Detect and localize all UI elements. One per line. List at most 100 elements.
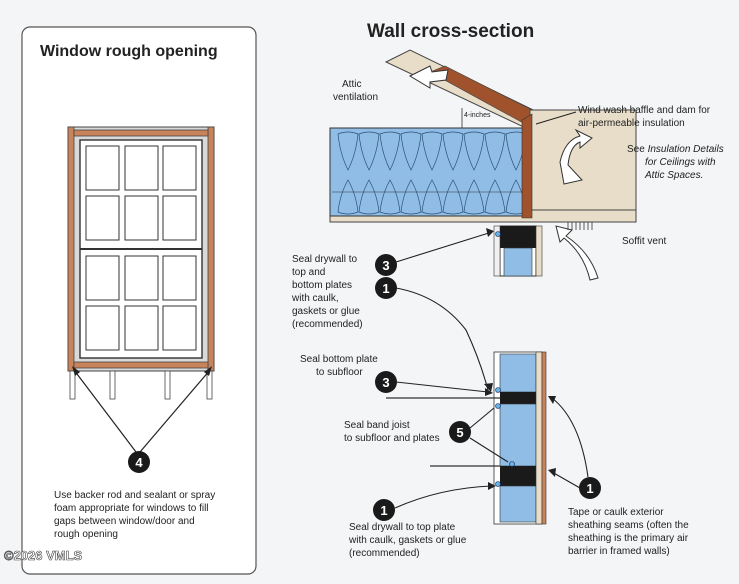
four-inches-label: 4-inches [464,112,491,119]
tape-caulk-label: Tape or caulk exterior sheathing seams (… [568,507,689,557]
seal-band-joist-label: Seal band joist to subfloor and plates [344,420,440,444]
callout-4-leaders [73,369,211,453]
insulation-loop [400,131,422,215]
soffit-vent [567,222,593,230]
svg-text:Attic: Attic [342,79,361,90]
window-pane [124,255,159,301]
window-pane [162,305,197,351]
svg-text:to subfloor and plates: to subfloor and plates [344,433,440,444]
attic-ventilation-label: Attic ventilation [333,79,378,103]
seal-drywall-top-label: Seal drywall to top and bottom plates wi… [291,254,363,330]
svg-text:sheathing seams (often the: sheathing seams (often the [568,520,689,531]
svg-text:1: 1 [380,503,387,518]
window-pane [85,305,120,351]
wind-wash-baffle [521,113,533,219]
svg-text:1: 1 [586,481,593,496]
left-panel-title: Window rough opening [40,43,218,60]
svg-text:Seal drywall to: Seal drywall to [292,254,357,265]
svg-text:rough opening: rough opening [54,529,118,540]
right-panel-title: Wall cross-section [367,21,534,42]
bottom-plate-leader [395,381,489,393]
seal-drywall-bottom-label: Seal drywall to top plate with caulk, ga… [348,522,467,559]
svg-text:3: 3 [382,375,389,390]
svg-text:Seal band joist: Seal band joist [344,420,410,431]
soffit-vent-label: Soffit vent [622,236,667,247]
arrowhead [484,383,493,392]
insulation-loop [358,131,380,215]
svg-text:See Insulation Details: See Insulation Details [627,144,724,155]
svg-text:with caulk, gaskets or glue: with caulk, gaskets or glue [348,535,467,546]
arrowhead [488,482,496,490]
ceiling-insulation [329,127,529,217]
upper-wall-section [493,225,543,277]
window-pane [124,195,159,241]
callout-1-right: 1 [579,477,601,499]
svg-text:Attic Spaces.: Attic Spaces. [644,170,703,181]
soffit-air-arrow [559,128,593,185]
insulation-loop [463,131,485,215]
insulation-loop [442,131,464,215]
attic-vent-arrow [408,65,449,89]
arrowhead [486,228,494,237]
svg-text:top and: top and [292,267,325,278]
callout-1-lower-left: 1 [373,499,395,521]
svg-text:for Ceilings with: for Ceilings with [645,157,716,168]
svg-text:(recommended): (recommended) [349,548,420,559]
svg-text:Wind wash baffle and dam for: Wind wash baffle and dam for [578,105,711,116]
baffle-label: Wind wash baffle and dam for air-permeab… [578,105,711,129]
callout-1-upper: 1 [375,277,397,299]
svg-text:Seal bottom plate: Seal bottom plate [300,354,378,365]
sheathing-leaders [551,397,589,489]
svg-text:Use backer rod and sealant or: Use backer rod and sealant or spray [54,490,215,501]
arrowhead [548,396,556,404]
callout-3-lower: 3 [375,371,397,393]
window-pane [162,255,197,301]
drywall-lower-leader [394,485,493,509]
insulation-details-ref: See Insulation Details for Ceilings with… [627,144,724,181]
insulation-loop [337,131,359,215]
svg-text:sheathing is the primary air: sheathing is the primary air [568,533,689,544]
insulation-loop [484,131,506,215]
window-pane [124,145,159,191]
svg-text:gaskets or glue: gaskets or glue [292,306,360,317]
svg-text:gaps between window/door and: gaps between window/door and [54,516,195,527]
lower-wall-section [386,351,547,525]
seal-bottom-plate-label: Seal bottom plate to subfloor [300,354,378,378]
svg-text:to subfloor: to subfloor [316,367,363,378]
baffle-leader [535,111,577,125]
window-pane [85,195,120,241]
arrowhead [204,366,212,376]
callout-3-upper: 3 [375,254,397,276]
svg-text:bottom plates: bottom plates [292,280,352,291]
arrowhead [72,366,80,376]
insulation-loop [379,131,401,215]
band-joist-leaders [469,407,509,463]
window-pane [124,305,159,351]
svg-text:Seal drywall to top plate: Seal drywall to top plate [349,522,456,533]
window-pane [85,255,120,301]
callout-4: 4 [128,451,150,473]
svg-text:5: 5 [456,425,463,440]
arrowhead [548,468,556,477]
svg-text:Tape or caulk exterior: Tape or caulk exterior [568,507,664,518]
window-pane [85,145,120,191]
svg-text:(recommended): (recommended) [292,319,363,330]
window-panes [85,145,197,351]
watermark: ©2026 VMLS [4,548,83,563]
window-pane [162,145,197,191]
arrowhead [485,388,493,396]
soffit-air-arrow-2 [555,225,599,281]
upper-leaders [395,231,493,391]
window-note: Use backer rod and sealant or spray foam… [54,490,215,540]
svg-text:barrier in framed walls): barrier in framed walls) [568,546,670,557]
svg-text:air-permeable insulation: air-permeable insulation [578,118,685,129]
svg-text:4: 4 [135,455,143,470]
svg-text:3: 3 [382,258,389,273]
window-pane [162,195,197,241]
svg-text:ventilation: ventilation [333,92,378,103]
svg-text:1: 1 [382,281,389,296]
svg-text:with caulk,: with caulk, [291,293,339,304]
svg-text:foam appropriate for windows t: foam appropriate for windows to fill [54,503,209,514]
seal-points [495,231,515,487]
